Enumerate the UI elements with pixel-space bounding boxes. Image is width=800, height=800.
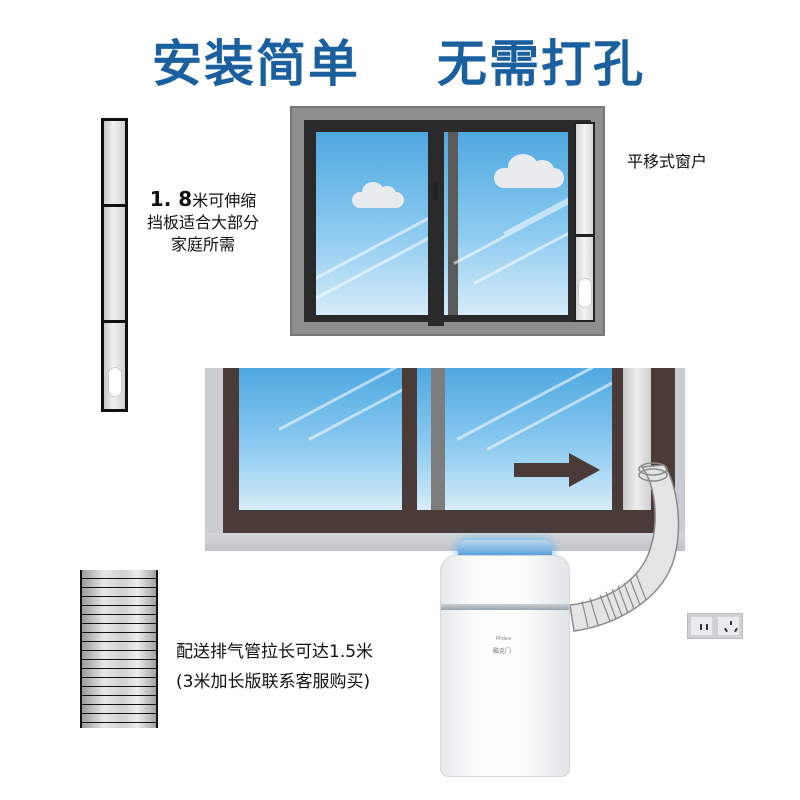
panel-caption-line2: 挡板适合大部分 <box>146 213 259 232</box>
window-glass-right <box>417 368 612 510</box>
panel-caption-line3: 家庭所需 <box>170 235 235 254</box>
panel-caption: 1. 8米可伸缩 挡板适合大部分 家庭所需 <box>138 188 268 256</box>
window-insert-panel <box>574 122 595 322</box>
panel-caption-line1: 米可伸缩 <box>192 191 257 210</box>
exhaust-hose-icon <box>569 462 680 632</box>
extendable-panel-icon <box>101 118 128 412</box>
window-insert-panel <box>623 368 651 510</box>
window-glass-left <box>316 132 428 315</box>
portable-ac-unit: Midea 酷克门 <box>440 540 570 780</box>
sliding-window-icon <box>290 106 605 336</box>
panel-divider <box>104 204 125 207</box>
window-frame <box>304 120 595 326</box>
hose-caption-line2: (3米加长版联系客服购买) <box>176 672 371 692</box>
panel-length: 1. 8 <box>149 187 193 211</box>
window-glass-left <box>239 368 402 510</box>
headline-easy-install: 安装简单 <box>152 35 360 93</box>
power-outlet-icon <box>687 613 743 639</box>
window-glass-right <box>444 132 568 315</box>
window-frame <box>223 368 675 533</box>
ac-body: Midea 酷克门 <box>440 555 570 777</box>
window-handle-icon <box>433 182 438 200</box>
window-type-label: 平移式窗户 <box>627 152 708 171</box>
compressed-hose-icon <box>80 570 158 728</box>
panel-divider <box>104 320 125 323</box>
panel-hose-hole <box>108 367 122 397</box>
window-sill <box>205 533 685 551</box>
cloud-icon <box>352 182 404 208</box>
arrow-right-icon <box>514 453 600 487</box>
model-text: 酷克门 <box>493 648 512 655</box>
panel-hose-hole <box>578 278 592 308</box>
hose-caption: 配送排气管拉长可达1.5米 (3米加长版联系客服购买) <box>176 637 373 697</box>
installed-window-scene <box>205 368 685 551</box>
headline-no-drilling: 无需打孔 <box>437 35 645 93</box>
ac-trim-band <box>441 604 569 610</box>
brand-logo: Midea <box>496 636 512 642</box>
hose-caption-line1: 配送排气管拉长可达1.5米 <box>176 642 374 662</box>
cloud-icon <box>494 154 564 188</box>
window-mullion <box>428 120 444 326</box>
